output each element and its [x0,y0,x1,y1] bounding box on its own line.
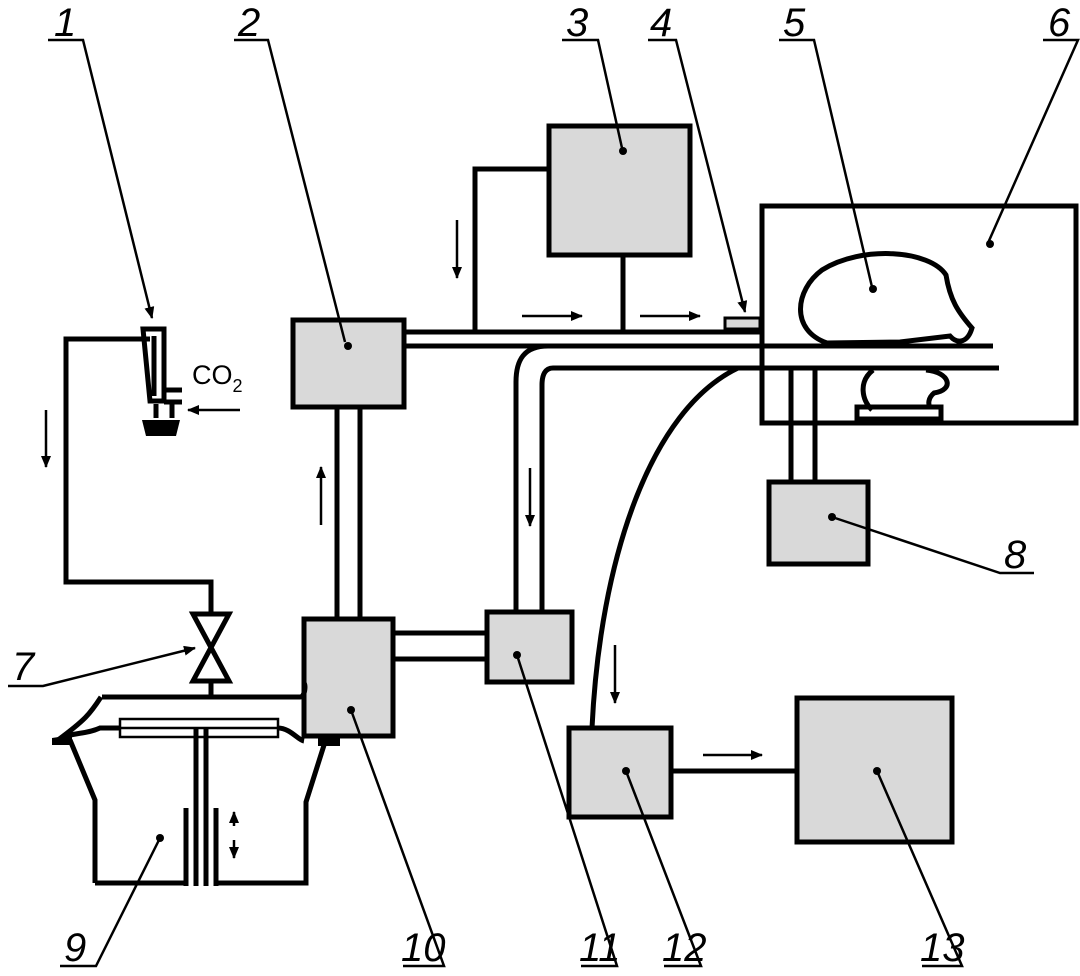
block-10 [301,616,396,739]
flowmeter-1 [140,326,182,405]
chamber-6 [759,203,1079,426]
label-4: 4 [650,1,672,45]
block-2 [290,317,407,410]
label-3: 3 [566,1,588,45]
sensor-4 [723,316,762,331]
label-9: 9 [64,926,86,970]
label-6: 6 [1048,1,1071,45]
label-7: 7 [12,645,36,689]
label-2: 2 [237,1,260,45]
label-5: 5 [783,1,806,45]
label-12: 12 [662,926,707,970]
block-3 [546,123,693,258]
block-11 [484,609,575,685]
label-10: 10 [401,926,446,970]
specimen-5 [798,251,975,346]
label-1: 1 [54,1,76,45]
valve-7 [188,611,234,684]
label-11: 11 [579,926,621,970]
label-13: 13 [920,926,965,970]
block-12 [566,725,674,820]
co2-label: CO2 [192,360,243,396]
label-8: 8 [1004,533,1027,577]
